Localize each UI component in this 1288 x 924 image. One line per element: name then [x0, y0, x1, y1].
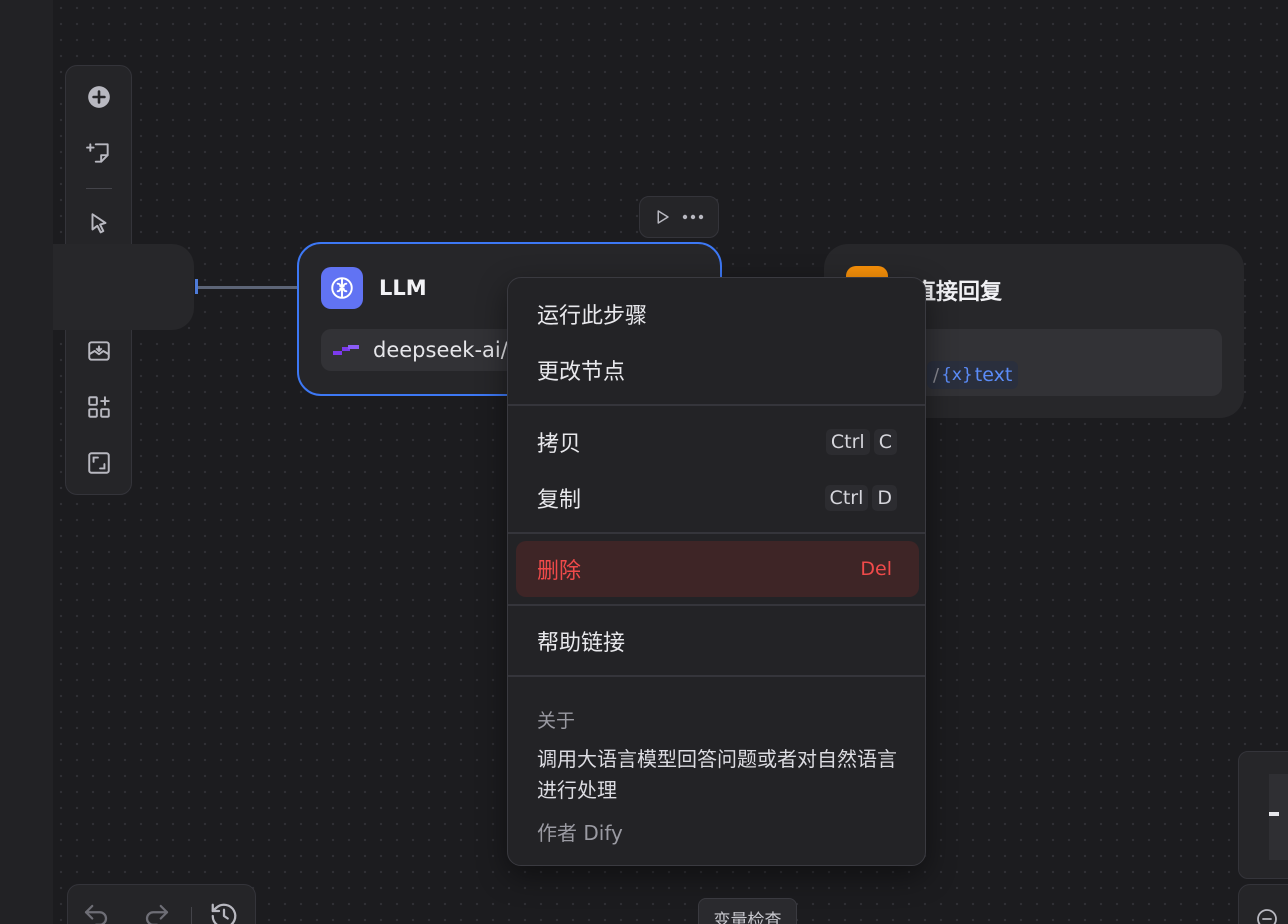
minimap-viewport	[1269, 774, 1288, 860]
toolbar-divider	[86, 188, 112, 189]
left-sidebar-edge	[0, 0, 53, 924]
llm-node-title: LLM	[379, 276, 427, 300]
image-export-icon	[88, 341, 110, 361]
menu-item-change-node[interactable]: 更改节点	[516, 342, 919, 398]
export-image-button[interactable]	[72, 324, 126, 378]
node-context-menu: 运行此步骤 更改节点 拷贝 Ctrl C 复制 Ctrl D 删除 Del 帮助…	[507, 277, 926, 866]
grid-add-icon	[88, 396, 110, 418]
menu-item-run-step[interactable]: 运行此步骤	[516, 286, 919, 342]
play-icon[interactable]	[653, 208, 671, 226]
menu-item-delete[interactable]: 删除 Del	[516, 541, 919, 597]
fit-view-icon	[88, 452, 110, 474]
menu-divider	[508, 532, 925, 534]
start-node[interactable]	[53, 244, 194, 330]
undo-icon[interactable]	[81, 901, 111, 924]
minimap-node	[1269, 812, 1279, 816]
history-divider	[191, 907, 192, 924]
about-description: 调用大语言模型回答问题或者对自然语言进行处理	[537, 747, 897, 802]
shortcut-key: Ctrl	[825, 429, 870, 455]
organize-blocks-button[interactable]	[72, 380, 126, 434]
shortcut-keys: Del	[855, 556, 897, 582]
minimap[interactable]	[1238, 751, 1288, 879]
variable-icon: {x}	[941, 365, 973, 385]
sticky-note-add-icon	[86, 143, 109, 163]
model-provider-icon	[333, 345, 359, 355]
menu-item-duplicate[interactable]: 复制 Ctrl D	[516, 470, 919, 526]
variable-name: text	[974, 364, 1013, 386]
shortcut-key: D	[872, 485, 897, 511]
menu-item-copy[interactable]: 拷贝 Ctrl C	[516, 414, 919, 470]
llm-node-icon	[321, 267, 363, 309]
redo-icon[interactable]	[142, 901, 172, 924]
menu-item-label: 拷贝	[537, 432, 582, 457]
about-heading: 关于	[537, 710, 576, 732]
more-icon[interactable]	[681, 208, 705, 226]
variable-chip: / {x} text	[927, 361, 1019, 389]
zoom-controls	[1238, 884, 1288, 924]
menu-divider	[508, 604, 925, 606]
shortcut-key: C	[873, 429, 897, 455]
variable-inspect-button[interactable]: 变量检查	[698, 898, 797, 924]
menu-item-label: 更改节点	[537, 360, 626, 385]
plus-circle-icon	[88, 86, 110, 108]
answer-node-title: 直接回复	[914, 280, 1003, 305]
shortcut-key: Del	[860, 558, 892, 580]
pointer-mode-button[interactable]	[72, 197, 126, 251]
add-note-button[interactable]	[72, 126, 126, 180]
fit-view-button[interactable]	[72, 436, 126, 490]
brain-icon	[331, 277, 353, 299]
menu-divider	[508, 404, 925, 406]
variable-separator: /	[933, 364, 940, 386]
zoom-out-icon[interactable]	[1255, 907, 1279, 924]
menu-item-label: 运行此步骤	[537, 304, 648, 329]
menu-item-help-link[interactable]: 帮助链接	[516, 613, 919, 669]
menu-item-label: 帮助链接	[537, 631, 626, 656]
history-controls	[67, 884, 256, 924]
shortcut-keys: Ctrl D	[824, 485, 897, 511]
history-icon[interactable]	[209, 901, 239, 924]
menu-divider	[508, 675, 925, 677]
connection-edge[interactable]	[197, 286, 297, 289]
node-action-bar	[639, 196, 719, 238]
shortcut-keys: Ctrl C	[825, 429, 897, 455]
menu-item-label: 复制	[537, 488, 582, 513]
menu-item-label: 删除	[537, 559, 582, 584]
about-author: 作者 Dify	[537, 821, 623, 845]
cursor-arrow-icon	[91, 213, 107, 234]
edge-handle[interactable]	[195, 279, 198, 294]
add-node-button[interactable]	[72, 70, 126, 124]
shortcut-key: Ctrl	[824, 485, 869, 511]
